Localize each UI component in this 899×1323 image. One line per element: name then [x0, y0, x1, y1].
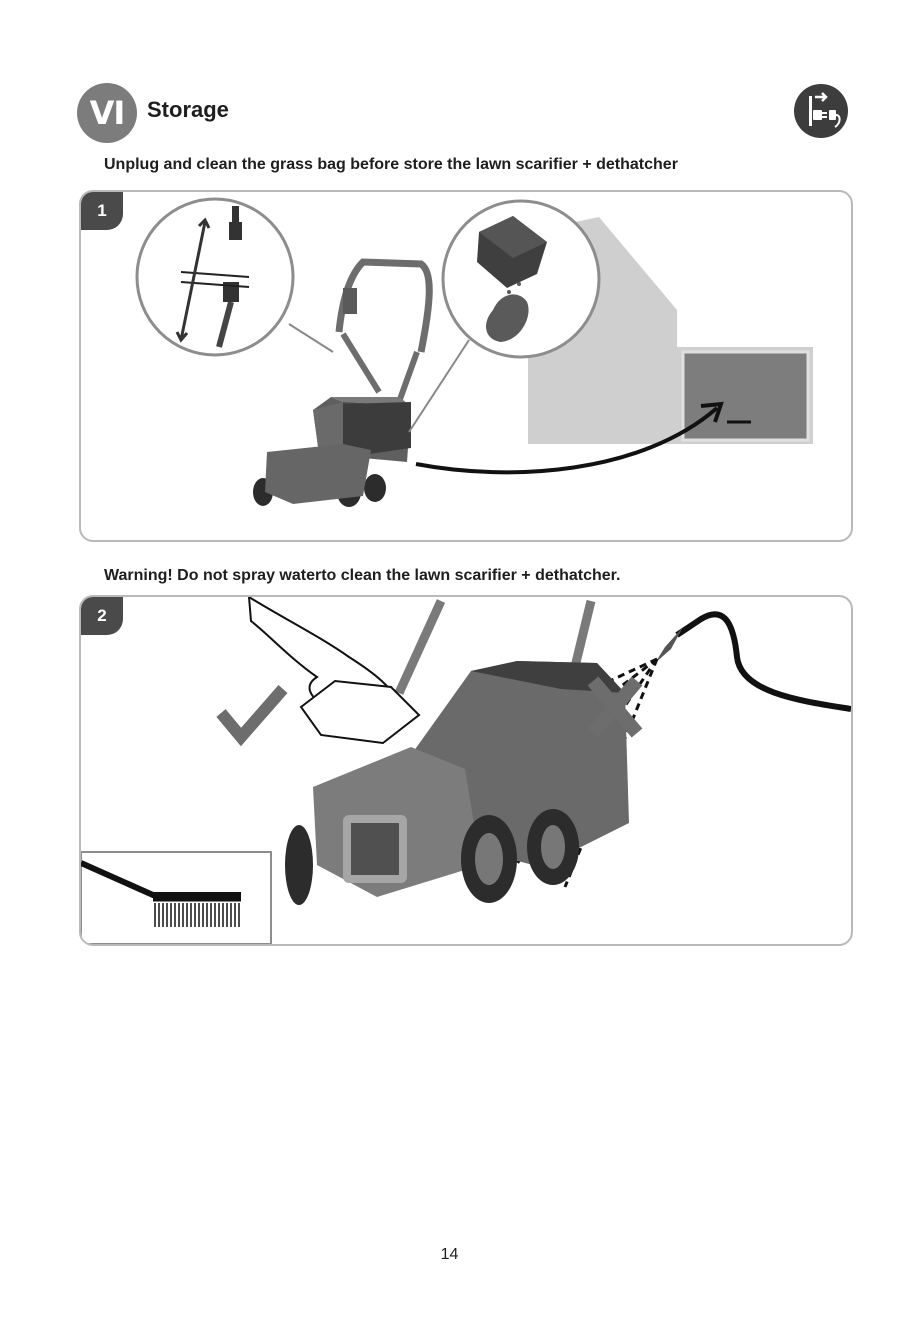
step-1-panel: 1 [79, 190, 853, 542]
step-1-number: 1 [81, 192, 123, 230]
plug-disconnect-icon [137, 199, 333, 355]
step-2-panel: 2 [79, 595, 853, 946]
step-2-caption: Warning! Do not spray waterto clean the … [104, 567, 620, 585]
lawn-scarifier-icon [285, 601, 629, 905]
check-icon [221, 689, 283, 737]
step-1-caption: Unplug and clean the grass bag before st… [104, 156, 678, 174]
section-badge: VI [77, 83, 137, 143]
step-2-number: 2 [81, 597, 123, 635]
page-number: 14 [0, 1246, 899, 1264]
step-2-illustration [81, 597, 851, 944]
step-1-illustration [81, 192, 851, 540]
unplug-icon [793, 83, 849, 139]
section-title: Storage [147, 97, 229, 123]
cloth-hand-icon [249, 597, 419, 743]
brush-icon [81, 852, 271, 944]
